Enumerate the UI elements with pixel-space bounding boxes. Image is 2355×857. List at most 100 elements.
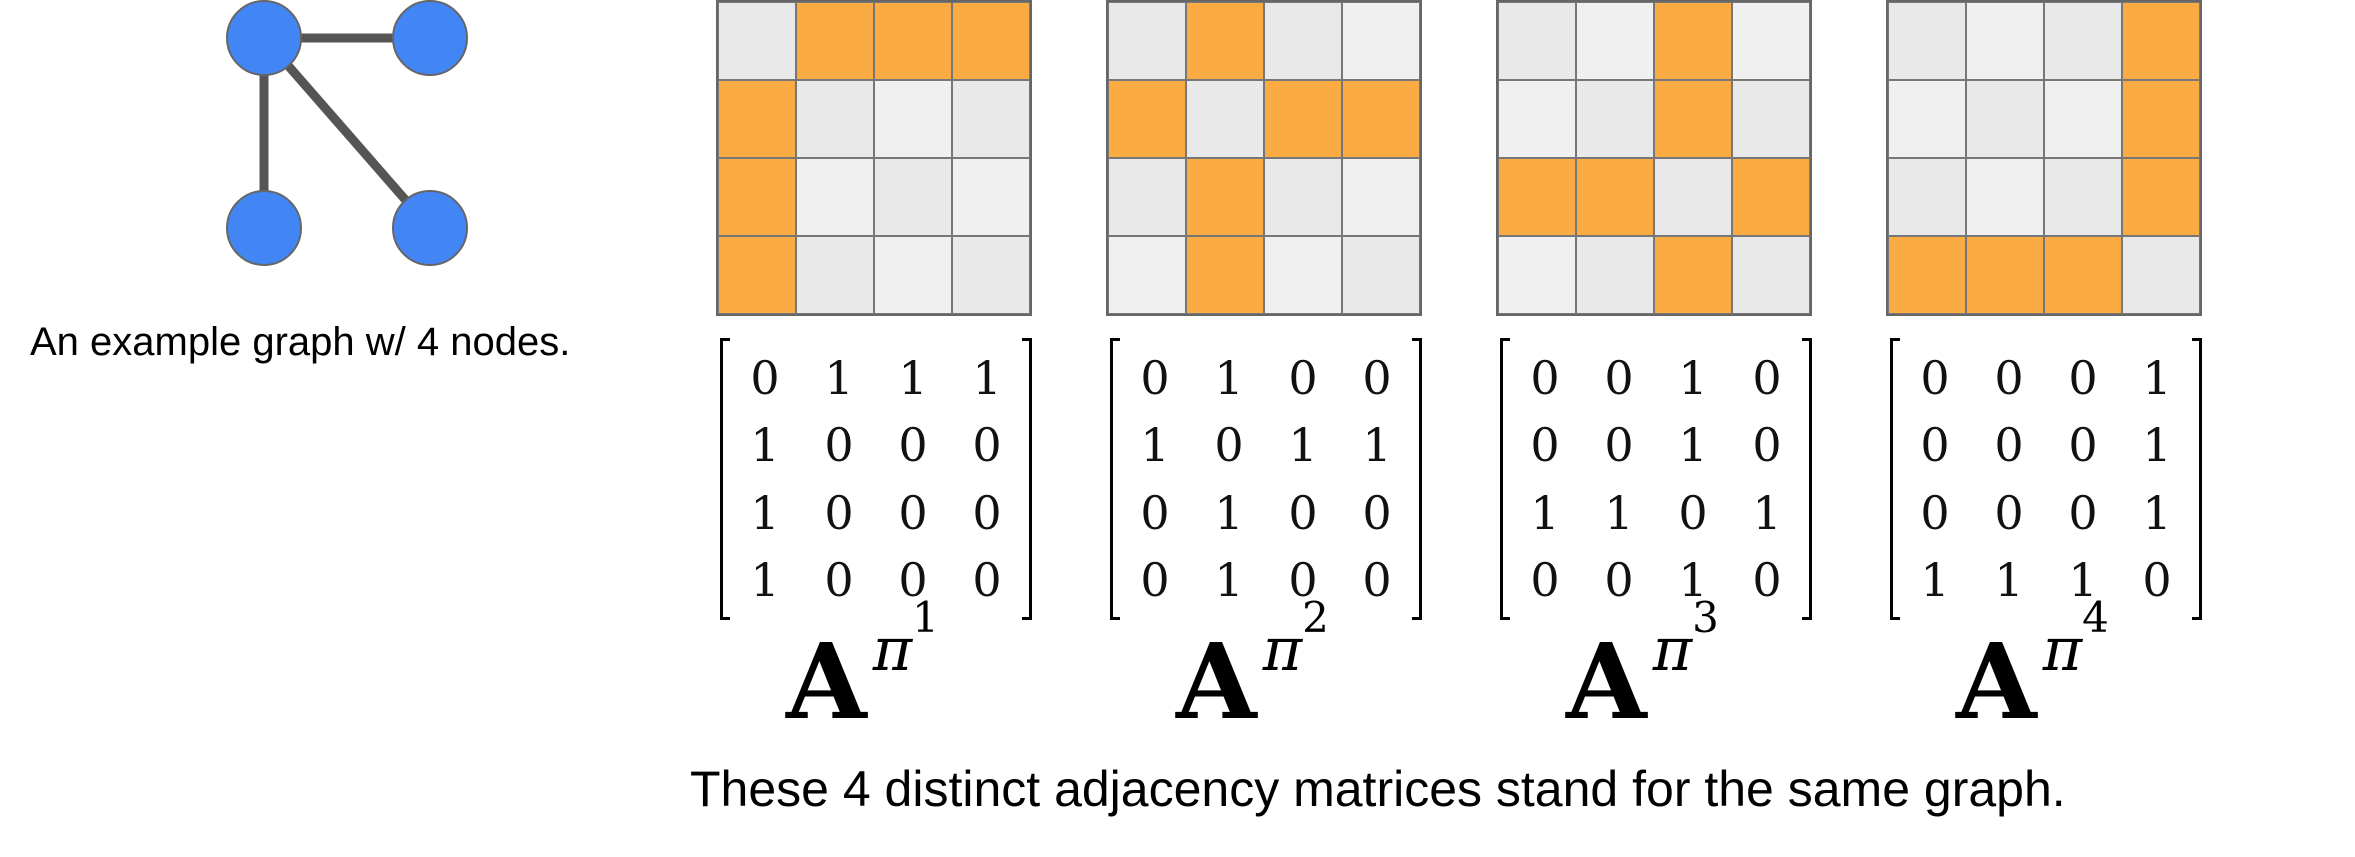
- right-bracket: [1022, 338, 1032, 620]
- matrix-entry: 0: [1994, 350, 2024, 405]
- grid-cell: [1342, 158, 1420, 236]
- matrix-symbol: A: [1566, 620, 1647, 743]
- pi-symbol: π: [1262, 615, 1303, 685]
- matrix-entry: 0: [898, 485, 928, 540]
- grid-cell: [1498, 80, 1576, 158]
- grid-cell: [1654, 236, 1732, 314]
- grid-cell: [952, 158, 1030, 236]
- matrix-entry: 1: [2068, 553, 2098, 608]
- matrix-symbol: A: [786, 620, 867, 743]
- matrix-entry: 0: [1752, 553, 1782, 608]
- matrix-entry: 0: [1678, 485, 1708, 540]
- matrix-entry: 1: [2142, 350, 2172, 405]
- grid-cell: [1186, 158, 1264, 236]
- grid-cell: [718, 2, 796, 80]
- matrix-entry: 0: [972, 553, 1002, 608]
- matrix-entry: 1: [1678, 418, 1708, 473]
- perm-index: 4: [2082, 593, 2109, 642]
- matrix-entry: 1: [1678, 350, 1708, 405]
- grid-cell: [874, 2, 952, 80]
- matrix-entry: 0: [1362, 553, 1392, 608]
- matrix-entry: 0: [1920, 418, 1950, 473]
- left-bracket: [720, 338, 730, 620]
- matrix-entry: 0: [1530, 350, 1560, 405]
- matrix-entry: 1: [1362, 418, 1392, 473]
- matrix-entry: 1: [972, 350, 1002, 405]
- matrix-entry: 0: [1530, 418, 1560, 473]
- matrix-entry: 1: [1214, 350, 1244, 405]
- matrix-entry: 0: [824, 485, 854, 540]
- adjacency-grid: [716, 0, 1032, 316]
- grid-cell: [2122, 2, 2200, 80]
- matrix-entry: 0: [1140, 553, 1170, 608]
- grid-cell: [1888, 158, 1966, 236]
- grid-cell: [796, 2, 874, 80]
- matrix-entry: 1: [1140, 418, 1170, 473]
- matrix-entry: 0: [1920, 350, 1950, 405]
- graph-node: [392, 0, 468, 76]
- matrix-entry: 1: [1752, 485, 1782, 540]
- grid-cell: [952, 2, 1030, 80]
- grid-cell: [1342, 2, 1420, 80]
- grid-cell: [718, 236, 796, 314]
- grid-cell: [796, 236, 874, 314]
- matrix-entry: 1: [1530, 485, 1560, 540]
- matrix-entry: 0: [1140, 350, 1170, 405]
- grid-cell: [2122, 80, 2200, 158]
- grid-cell: [1264, 2, 1342, 80]
- matrix-entry: 0: [1288, 350, 1318, 405]
- matrix-entry: 0: [972, 485, 1002, 540]
- grid-cell: [1732, 236, 1810, 314]
- grid-cell: [1654, 80, 1732, 158]
- pi-symbol: π: [2042, 615, 2083, 685]
- grid-cell: [1186, 2, 1264, 80]
- matrix-entry: 1: [2142, 418, 2172, 473]
- grid-cell: [1966, 2, 2044, 80]
- matrix-entry: 1: [1214, 553, 1244, 608]
- adjacency-grid: [1106, 0, 1422, 316]
- perm-index: 2: [1302, 593, 1329, 642]
- grid-cell: [1186, 236, 1264, 314]
- grid-cell: [1108, 158, 1186, 236]
- matrix-entry: 0: [2142, 553, 2172, 608]
- left-bracket: [1500, 338, 1510, 620]
- left-bracket: [1110, 338, 1120, 620]
- matrix-entry: 1: [1604, 485, 1634, 540]
- grid-cell: [1888, 236, 1966, 314]
- matrix-entry: 0: [898, 418, 928, 473]
- pi-symbol: π: [872, 615, 913, 685]
- matrix-entry: 1: [824, 350, 854, 405]
- matrix-entry: 0: [1140, 485, 1170, 540]
- grid-cell: [796, 158, 874, 236]
- grid-cell: [2044, 80, 2122, 158]
- matrix-entry: 0: [1604, 553, 1634, 608]
- matrix-entry: 0: [824, 553, 854, 608]
- grid-cell: [1108, 2, 1186, 80]
- right-bracket: [1802, 338, 1812, 620]
- matrix-entry: 1: [2142, 485, 2172, 540]
- grid-cell: [1888, 80, 1966, 158]
- matrix-entry: 1: [1678, 553, 1708, 608]
- grid-cell: [874, 80, 952, 158]
- grid-cell: [1888, 2, 1966, 80]
- grid-cell: [1108, 80, 1186, 158]
- grid-cell: [1966, 158, 2044, 236]
- matrix-symbol: A: [1176, 620, 1257, 743]
- grid-cell: [952, 80, 1030, 158]
- grid-cell: [718, 80, 796, 158]
- matrix-entry: 1: [750, 485, 780, 540]
- matrix-entry: 0: [1362, 485, 1392, 540]
- grid-cell: [874, 158, 952, 236]
- matrix-entry: 1: [750, 553, 780, 608]
- matrix-entry: 0: [1604, 418, 1634, 473]
- graph-node: [392, 190, 468, 266]
- matrix-entry: 0: [1604, 350, 1634, 405]
- matrix-entry: 0: [1752, 350, 1782, 405]
